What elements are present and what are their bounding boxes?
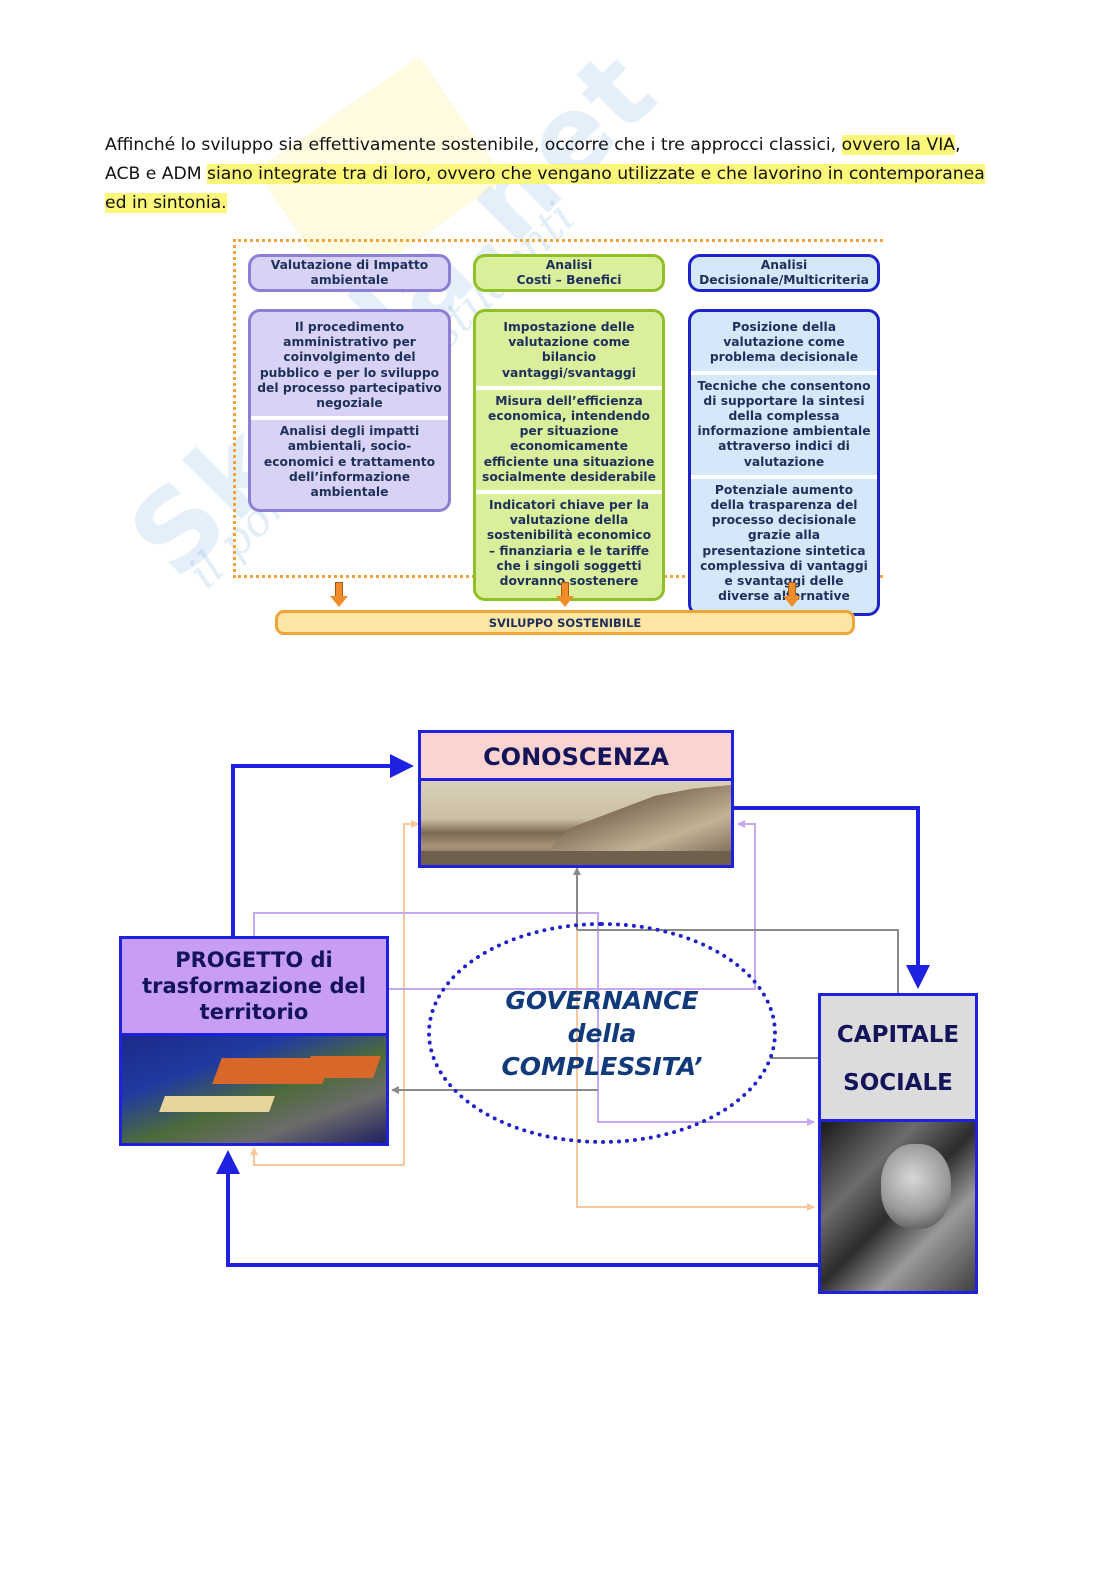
urban-project-rendering [122,1036,386,1143]
approaches-diagram: Valutazione di Impatto ambientale Il pro… [233,239,883,617]
acb-item: Impostazione delle valutazione come bila… [502,320,636,380]
acb-body: Impostazione delle valutazione come bila… [473,309,665,602]
conoscenza-title: CONOSCENZA [421,733,731,781]
adm-item: Tecniche che consentono di supportare la… [697,378,871,469]
acb-item: Misura dell’efficienza economica, intend… [482,393,656,484]
governance-line: COMPLESSITA’ [501,1051,703,1081]
sustainable-development-bar: SVILUPPO SOSTENIBILE [275,610,855,635]
progetto-node: PROGETTO di trasformazione del territori… [119,936,389,1146]
via-item: Il procedimento amministrativo per coinv… [257,320,442,411]
divider [691,474,877,479]
progetto-title-line: PROGETTO di [175,948,333,972]
governance-diagram: CONOSCENZA PROGETTO di trasformazione de… [0,700,1116,1320]
adm-item: Posizione della valutazione come problem… [709,320,859,365]
capitale-title-line: CAPITALE [836,1022,960,1048]
intro-highlight: ed in sintonia. [105,193,227,213]
progetto-title: PROGETTO di trasformazione del territori… [122,939,386,1036]
acb-item: Indicatori chiave per la valutazione del… [486,498,652,589]
intro-highlight: siano integrate tra di loro, ovvero che … [207,164,985,184]
historic-harbour-town-photo [421,781,731,865]
adm-title-line: Analisi [760,257,808,272]
divider [251,416,448,421]
intro-text: ACB e ADM [105,164,208,184]
intro-text: , [955,135,961,155]
adm-body: Posizione della valutazione come problem… [688,309,880,617]
down-arrow-icon [556,582,574,608]
governance-line: GOVERNANCE [505,985,699,1015]
governance-ellipse: GOVERNANCE della COMPLESSITA’ [427,922,777,1144]
divider [476,385,662,390]
capitale-sociale-node: CAPITALE SOCIALE [818,993,978,1294]
via-body: Il procedimento amministrativo per coinv… [248,309,451,513]
intro-paragraph: Affinché lo sviluppo sia effettivamente … [105,131,1005,218]
divider [476,490,662,495]
fisherman-portrait-photo [821,1122,975,1291]
acb-title-line: Analisi [545,257,593,272]
progetto-title-line: territorio [199,1000,309,1024]
intro-text: Affinché lo sviluppo sia effettivamente … [105,135,842,155]
down-arrow-icon [783,582,801,608]
via-item: Analisi degli impatti ambientali, socio-… [263,424,436,500]
intro-highlight: ovvero la VIA [841,135,956,155]
capitale-title-line: SOCIALE [843,1070,953,1096]
via-header: Valutazione di Impatto ambientale [248,254,451,292]
via-title: Valutazione di Impatto ambientale [270,257,429,287]
adm-title-line: Decisionale/Multicriteria [699,273,869,287]
divider [691,370,877,375]
governance-line: della [567,1018,637,1048]
progetto-title-line: trasformazione del [142,974,366,998]
capitale-title: CAPITALE SOCIALE [821,996,975,1122]
connector-lines [216,754,930,1267]
down-arrow-icon [330,582,348,608]
conoscenza-node: CONOSCENZA [418,730,734,868]
acb-title-line: Costi – Benefici [516,273,622,287]
